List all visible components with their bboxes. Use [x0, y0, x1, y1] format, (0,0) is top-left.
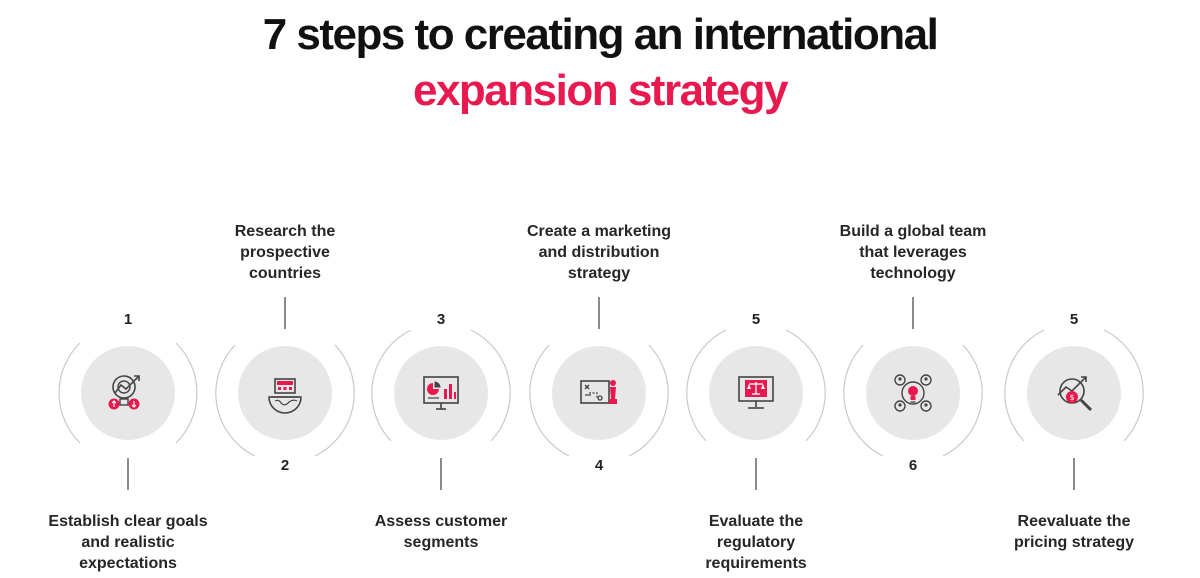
- ring-arcs: [371, 329, 511, 442]
- step-label: Evaluate the regulatory requirements: [705, 513, 807, 572]
- connector-line: [284, 297, 286, 329]
- team-network-icon: [894, 374, 932, 412]
- connector-line: [127, 458, 129, 490]
- svg-text:$: $: [1069, 393, 1074, 402]
- step-number: 2: [280, 457, 290, 474]
- global-market-icon: [268, 378, 302, 414]
- ring-arcs: [843, 344, 983, 457]
- step-2: Research the prospective countries 2: [205, 0, 365, 578]
- presentation-chart-icon: [423, 376, 459, 410]
- regulation-monitor-icon: [738, 376, 774, 409]
- target-growth-icon: [108, 375, 140, 410]
- strategy-board-icon: [580, 380, 617, 404]
- connector-line: [1073, 458, 1075, 490]
- step-number: 3: [436, 311, 446, 328]
- step-circle: [394, 346, 488, 440]
- pricing-analysis-icon: $: [1057, 376, 1093, 412]
- step-circle: [81, 346, 175, 440]
- connector-line: [912, 297, 914, 329]
- step-4: Create a marketing and distribution stra…: [519, 0, 679, 578]
- step-1: 1 Establish clear goals and realistic ex…: [48, 0, 208, 578]
- step-number: 5: [1069, 311, 1079, 328]
- step-label: Create a marketing and distribution stra…: [526, 223, 672, 282]
- ring-arcs: [215, 344, 355, 457]
- step-circle: [552, 346, 646, 440]
- step-7: 5 $ Reevaluate the pricing strategy: [994, 0, 1154, 578]
- connector-line: [440, 458, 442, 490]
- page-title: 7 steps to creating an international: [262, 10, 939, 59]
- connector-line: [598, 297, 600, 329]
- step-label: Build a global team that leverages techn…: [839, 223, 987, 282]
- step-label: Assess customer segments: [374, 513, 508, 551]
- step-number: 6: [908, 457, 918, 474]
- step-number: 1: [123, 311, 133, 328]
- step-number: 5: [751, 311, 761, 328]
- ring-arcs: [58, 342, 198, 444]
- step-number: 4: [594, 457, 604, 474]
- step-5: 5 Evaluate the regulatory requirements: [676, 0, 836, 578]
- connector-line: [755, 458, 757, 490]
- step-3: 3 Assess customer segments: [361, 0, 521, 578]
- ring-arcs: [1004, 329, 1144, 442]
- ring-arcs: [529, 344, 669, 457]
- step-label: Establish clear goals and realistic expe…: [48, 513, 208, 572]
- ring-arcs: [686, 329, 826, 442]
- step-6: Build a global team that leverages techn…: [833, 0, 993, 578]
- page-subtitle: expansion strategy: [412, 66, 789, 115]
- step-label: Research the prospective countries: [234, 223, 336, 282]
- step-label: Reevaluate the pricing strategy: [1013, 513, 1135, 551]
